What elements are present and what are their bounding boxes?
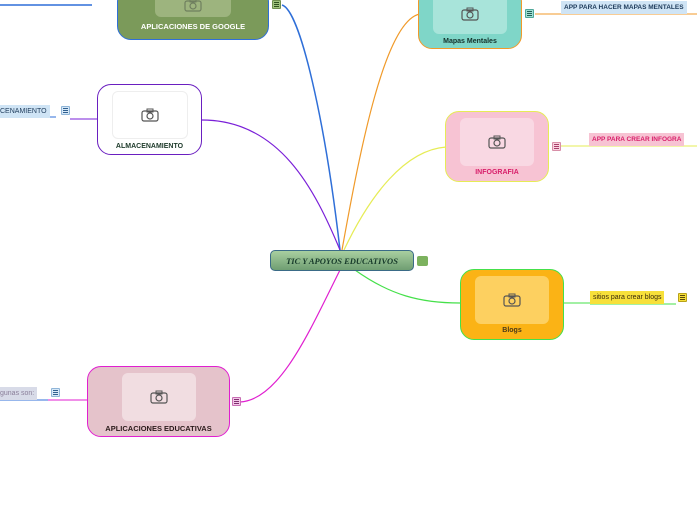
branch-image (433, 0, 507, 34)
connector-blogs (354, 269, 461, 304)
note-icon[interactable] (678, 293, 687, 302)
connector-educativas (239, 269, 341, 403)
note-icon[interactable] (51, 388, 60, 397)
branch-image (460, 118, 534, 166)
camera-icon (461, 7, 479, 21)
central-topic-toggle[interactable] (417, 256, 428, 266)
note-icon[interactable] (232, 397, 241, 406)
connector-almacenamiento (201, 119, 341, 251)
note-icon[interactable] (272, 0, 281, 9)
branch-label: INFOGRAFIA (475, 169, 519, 176)
central-topic-label: TIC Y APOYOS EDUCATIVOS (286, 255, 398, 266)
subtopic-infografia[interactable]: APP PARA CREAR INFOGRA (589, 133, 685, 146)
camera-icon (488, 135, 506, 149)
branch-aplicaciones-google[interactable]: APLICACIONES DE GOOGLE (117, 0, 269, 40)
subtopic-label: APP PARA HACER MAPAS MENTALES (564, 4, 684, 11)
branch-label: APLICACIONES EDUCATIVAS (105, 424, 212, 433)
central-topic[interactable]: TIC Y APOYOS EDUCATIVOS (270, 250, 414, 271)
subtopic-blogs[interactable]: sitios para crear blogs (590, 291, 665, 304)
connector-infografia (343, 146, 447, 251)
subtopic-label: gunas son: (0, 390, 35, 397)
branch-image (111, 91, 188, 139)
branch-image (121, 373, 196, 421)
note-icon[interactable] (525, 9, 534, 18)
branch-label: APLICACIONES DE GOOGLE (140, 22, 246, 31)
subtopic-educativas[interactable]: gunas son: (0, 387, 38, 400)
subtopic-label: CENAMIENTO (0, 108, 47, 115)
camera-icon (149, 390, 168, 404)
branch-label: Blogs (502, 327, 522, 334)
branch-aplicaciones-educativas[interactable]: APLICACIONES EDUCATIVAS (87, 366, 230, 437)
subtopic-almacenamiento[interactable]: CENAMIENTO (0, 105, 50, 118)
branch-almacenamiento[interactable]: ALMACENAMIENTO (97, 84, 202, 155)
branch-blogs[interactable]: Blogs (460, 269, 564, 340)
subtopic-label: APP PARA CREAR INFOGRA (592, 136, 682, 143)
camera-icon (140, 108, 159, 122)
note-icon[interactable] (61, 106, 70, 115)
branch-image (475, 276, 549, 324)
note-icon[interactable] (552, 142, 561, 151)
connector-mapas (341, 13, 421, 251)
connector-google (281, 4, 341, 251)
branch-image (155, 0, 231, 17)
branch-label: ALMACENAMIENTO (115, 143, 184, 150)
branch-mapas-mentales[interactable]: Mapas Mentales (418, 0, 522, 49)
subtopic-label: sitios para crear blogs (593, 294, 662, 301)
camera-icon (184, 0, 202, 12)
camera-icon (503, 293, 521, 307)
branch-infografia[interactable]: INFOGRAFIA (445, 111, 549, 182)
branch-label: Mapas Mentales (443, 38, 497, 45)
subtopic-mapas[interactable]: APP PARA HACER MAPAS MENTALES (561, 1, 687, 14)
